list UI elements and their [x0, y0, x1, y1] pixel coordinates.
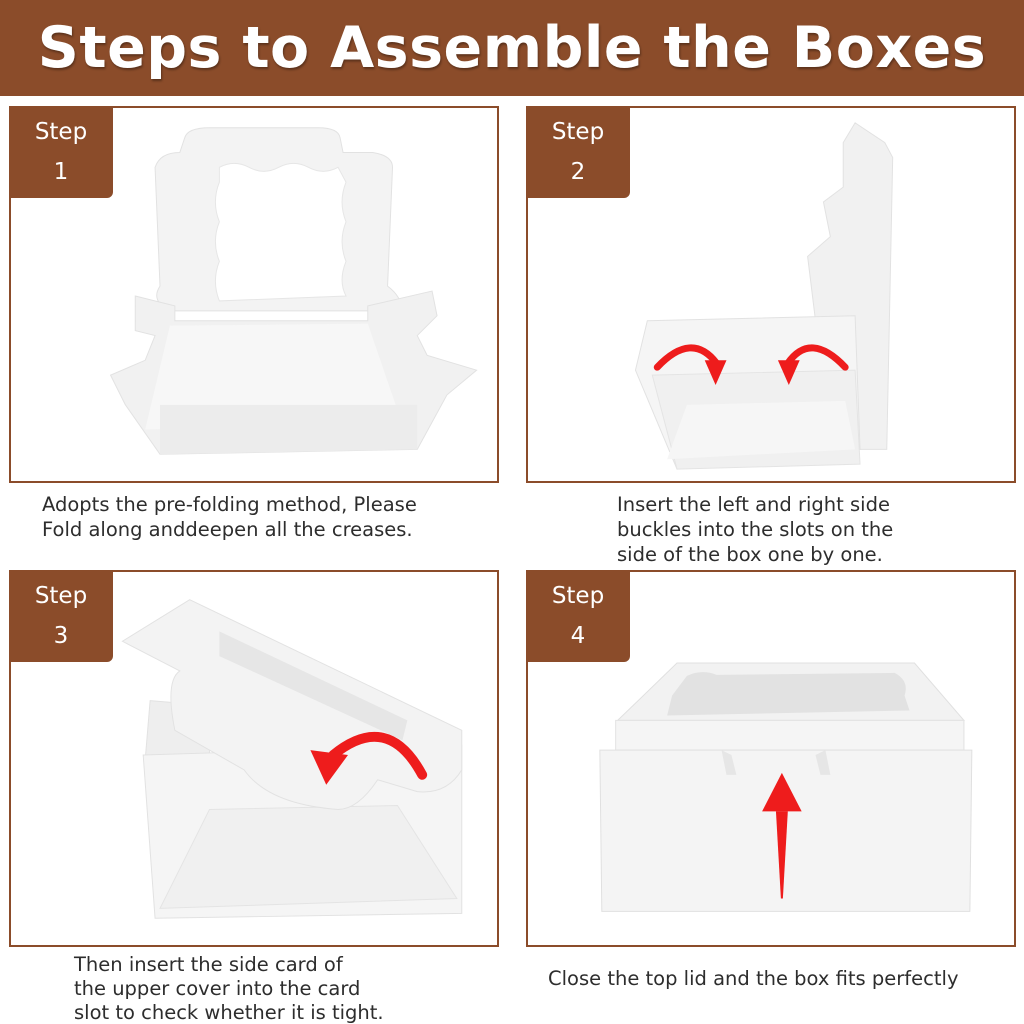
step-badge: Step 2: [528, 108, 630, 198]
caption-line: Then insert the side card of: [74, 953, 343, 976]
step-3-panel: Step 3: [9, 570, 499, 947]
step-badge: Step 3: [11, 572, 113, 662]
step-2-panel: Step 2: [526, 106, 1016, 483]
box-side-buckles-illustration: [634, 122, 894, 470]
step-1-caption: Adopts the pre-folding method, Please Fo…: [42, 492, 492, 542]
caption-line: slot to check whether it is tight.: [74, 1001, 384, 1024]
step-label: Step: [34, 119, 88, 145]
step-4-panel: Step 4: [526, 570, 1016, 947]
step-label: Step: [551, 583, 605, 609]
header-banner: Steps to Assemble the Boxes: [0, 0, 1024, 96]
caption-line: Close the top lid and the box fits perfe…: [548, 967, 959, 990]
caption-line: side of the box one by one.: [617, 543, 883, 566]
box-lid-closing-illustration: [121, 599, 463, 919]
caption-line: the upper cover into the card: [74, 977, 361, 1000]
step-number: 3: [53, 623, 69, 649]
step-number: 2: [570, 159, 586, 185]
unfolded-box-illustration: [109, 127, 478, 455]
step-label: Step: [551, 119, 605, 145]
step-1-panel: Step 1: [9, 106, 499, 483]
page-title: Steps to Assemble the Boxes: [37, 15, 987, 81]
closed-box-illustration: [599, 662, 973, 912]
caption-line: Fold along anddeepen all the creases.: [42, 518, 413, 541]
caption-line: Adopts the pre-folding method, Please: [42, 493, 417, 516]
step-number: 4: [570, 623, 586, 649]
caption-line: Insert the left and right side: [617, 493, 890, 516]
step-2-caption: Insert the left and right side buckles i…: [617, 492, 977, 567]
step-number: 1: [53, 159, 69, 185]
caption-line: buckles into the slots on the: [617, 518, 894, 541]
step-4-caption: Close the top lid and the box fits perfe…: [548, 966, 1024, 991]
step-label: Step: [34, 583, 88, 609]
step-3-caption: Then insert the side card of the upper c…: [74, 953, 474, 1024]
step-badge: Step 4: [528, 572, 630, 662]
step-badge: Step 1: [11, 108, 113, 198]
